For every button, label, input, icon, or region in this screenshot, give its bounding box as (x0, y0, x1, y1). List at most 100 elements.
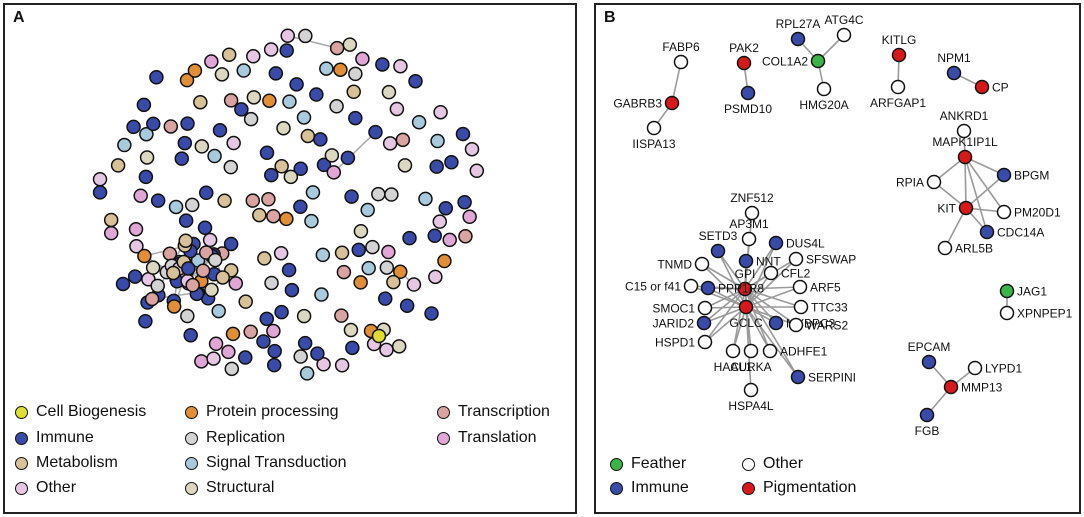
node-label: ZNF512 (730, 191, 774, 205)
node-circle (743, 382, 759, 398)
node-circle (996, 204, 1012, 220)
node-label: KIT (937, 202, 956, 216)
network-node (393, 58, 408, 74)
node-label: GPI (735, 267, 756, 281)
network-edge (964, 156, 967, 209)
network-node (280, 28, 295, 43)
node-circle (979, 224, 995, 240)
network-node (319, 61, 334, 76)
legend-label: Translation (458, 429, 537, 446)
legend-label: Transcription (458, 403, 550, 420)
network-node (126, 119, 141, 135)
network-node (207, 148, 222, 164)
legend-swatch (185, 481, 198, 495)
legend-swatch (742, 457, 755, 471)
node-label: JARID2 (653, 317, 695, 331)
network-node (257, 251, 272, 266)
legend-item-protein-processing: Protein processing (185, 403, 339, 421)
gene-node-gpi: GPI (735, 267, 756, 297)
legend-swatch (610, 457, 623, 471)
network-node (442, 232, 457, 248)
network-node (266, 208, 281, 224)
gene-node-hspa4l: HSPA4L (728, 382, 774, 413)
network-edge (944, 207, 967, 249)
network-node (336, 264, 352, 280)
network-node (397, 158, 413, 173)
gene-node-aurka: AURKA (730, 343, 772, 374)
network-node (238, 294, 253, 309)
network-node (178, 213, 194, 228)
gene-node-ankrd1: ANKRD1 (940, 109, 989, 139)
network-node (297, 335, 313, 351)
gene-node-adhfe1: ADHFE1 (762, 343, 828, 359)
network-node (391, 339, 407, 354)
node-circle (744, 205, 760, 221)
network-node (193, 94, 208, 110)
node-circle (926, 174, 942, 190)
gene-node-cp: CP (974, 79, 1009, 95)
network-node (226, 135, 241, 151)
network-node (223, 159, 239, 175)
network-node (136, 97, 152, 113)
node-label: SERPINI (808, 371, 856, 385)
network-edge (703, 306, 747, 324)
legend-item-cell-biogenesis: Cell Biogenesis (15, 403, 146, 421)
network-edge (965, 174, 1005, 209)
network-node (444, 155, 459, 170)
legend-swatch (742, 481, 755, 495)
network-node (298, 28, 313, 44)
network-node (263, 42, 279, 57)
network-node (206, 351, 221, 366)
network-node (411, 114, 427, 130)
legend-item-signal-transduction: Signal Transduction (185, 454, 347, 472)
node-circle (646, 120, 662, 136)
network-node (202, 232, 218, 248)
network-node (293, 161, 308, 177)
network-node (166, 265, 181, 281)
network-node (377, 291, 393, 306)
network-node (313, 132, 328, 147)
node-circle (738, 299, 754, 315)
network-node (296, 308, 312, 324)
network-node (266, 323, 281, 339)
node-label: BPGM (1014, 169, 1049, 183)
node-label: CDC14A (997, 226, 1044, 240)
node-circle (999, 305, 1015, 321)
network-node (300, 128, 316, 144)
gene-node-epcam: EPCAM (908, 340, 950, 370)
network-node (418, 191, 433, 207)
network-node (342, 37, 358, 52)
network-edge (333, 131, 376, 173)
network-node (334, 245, 350, 261)
legend-label: Other (763, 455, 804, 472)
network-node (379, 342, 394, 358)
network-node (289, 77, 304, 92)
network-node (395, 132, 411, 148)
network-node (238, 350, 253, 365)
node-circle (697, 334, 713, 350)
gene-node-wars2: WARS2 (788, 317, 849, 333)
gene-node-arl5b: ARL5B (937, 240, 993, 256)
network-node (427, 228, 442, 244)
network-node (197, 220, 213, 235)
gene-node-bpgm: BPGM (996, 167, 1049, 183)
node-circle (943, 379, 959, 395)
network-node (406, 277, 422, 292)
node-label: HSPA4L (728, 399, 773, 413)
node-circle (694, 256, 710, 272)
gene-node-serpini: SERPINI (790, 369, 856, 385)
network-node (117, 137, 132, 153)
node-circle (762, 343, 778, 359)
node-label: ADHFE1 (780, 345, 828, 359)
gene-node-kitlg: KITLG (882, 33, 916, 63)
network-edge (701, 263, 746, 290)
network-node (262, 93, 277, 108)
node-label: AURKA (730, 360, 771, 374)
network-node (138, 313, 153, 329)
network-node (246, 90, 262, 105)
network-node (223, 236, 239, 252)
network-edge (703, 288, 746, 324)
network-node (145, 260, 161, 275)
network-node (316, 157, 332, 173)
legend-label: Feather (631, 455, 687, 472)
